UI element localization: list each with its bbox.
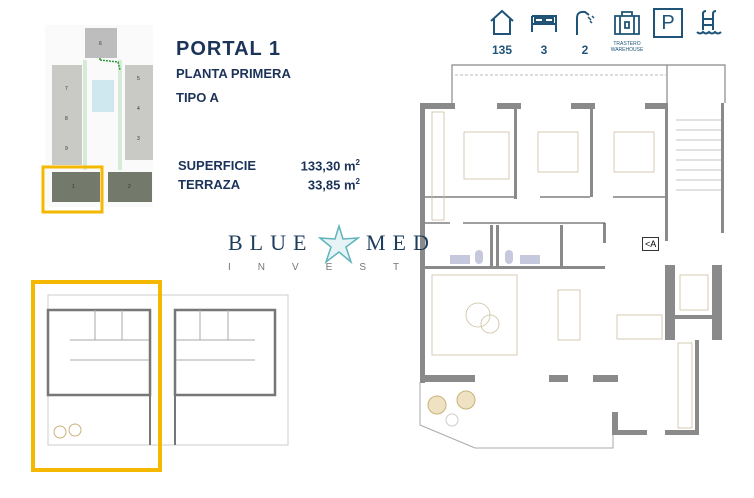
- feature-value: 2: [581, 43, 589, 57]
- site-unit-label: 8: [65, 116, 68, 122]
- area-label: TERRAZA: [178, 177, 241, 192]
- site-unit-label: 6: [99, 41, 102, 47]
- area-number: 33,85 m: [307, 177, 356, 193]
- page-title: PORTAL 1: [176, 38, 282, 60]
- feature-value: TRASTERO: [613, 41, 641, 47]
- site-unit-label: 4: [137, 106, 140, 112]
- building-floor-plan: [31, 280, 289, 472]
- feature-parking: P: [651, 8, 685, 38]
- pool-icon: [696, 10, 722, 35]
- site-highlight: [41, 165, 104, 214]
- feature-bathrooms: 2: [568, 8, 602, 57]
- site-unit-label: 7: [65, 86, 68, 92]
- area-unit-sup: 2: [355, 158, 360, 167]
- site-unit-label: 3: [137, 136, 140, 142]
- area-value: 133,30 m2: [301, 158, 360, 173]
- bed-icon: [531, 15, 557, 32]
- company-logo: BLUE MED INVEST: [228, 224, 436, 273]
- unit-highlight: [31, 280, 162, 472]
- feature-size: 135: [485, 8, 519, 57]
- feature-value: 135: [491, 43, 513, 57]
- feature-bedrooms: 3: [527, 8, 561, 57]
- site-unit-label: 9: [65, 146, 68, 152]
- starfish-icon: [318, 224, 360, 264]
- site-unit-label: 5: [137, 76, 140, 82]
- area-row-terrace: TERRAZA 33,85 m2: [178, 177, 360, 192]
- site-unit-label: 2: [128, 184, 131, 190]
- site-plan: 6 7 5 8 4 9 3 1 2: [41, 25, 153, 214]
- logo-main: BLUE MED: [228, 230, 436, 255]
- area-label: SUPERFICIE: [178, 158, 257, 173]
- feature-subvalue: WAREHOUSE: [610, 47, 644, 53]
- shower-icon: [576, 10, 595, 35]
- site-unit-label: 1: [72, 184, 75, 190]
- parking-icon: P: [653, 8, 683, 38]
- feature-value: 3: [540, 43, 548, 57]
- apartment-plan: [419, 64, 726, 449]
- storage-icon: [614, 11, 640, 35]
- feature-storage: TRASTERO WAREHOUSE: [610, 8, 644, 53]
- area-row-surface: SUPERFICIE 133,30 m2: [178, 158, 360, 173]
- area-unit-sup: 2: [355, 177, 360, 186]
- section-marker: <A: [642, 237, 660, 251]
- type-label: TIPO A: [176, 90, 219, 105]
- area-value: 33,85 m2: [308, 177, 360, 192]
- house-icon: [490, 9, 514, 35]
- area-number: 133,30 m: [300, 158, 356, 174]
- logo-sub: INVEST: [228, 262, 427, 273]
- floor-label: PLANTA PRIMERA: [176, 66, 291, 81]
- feature-pool: [692, 8, 726, 41]
